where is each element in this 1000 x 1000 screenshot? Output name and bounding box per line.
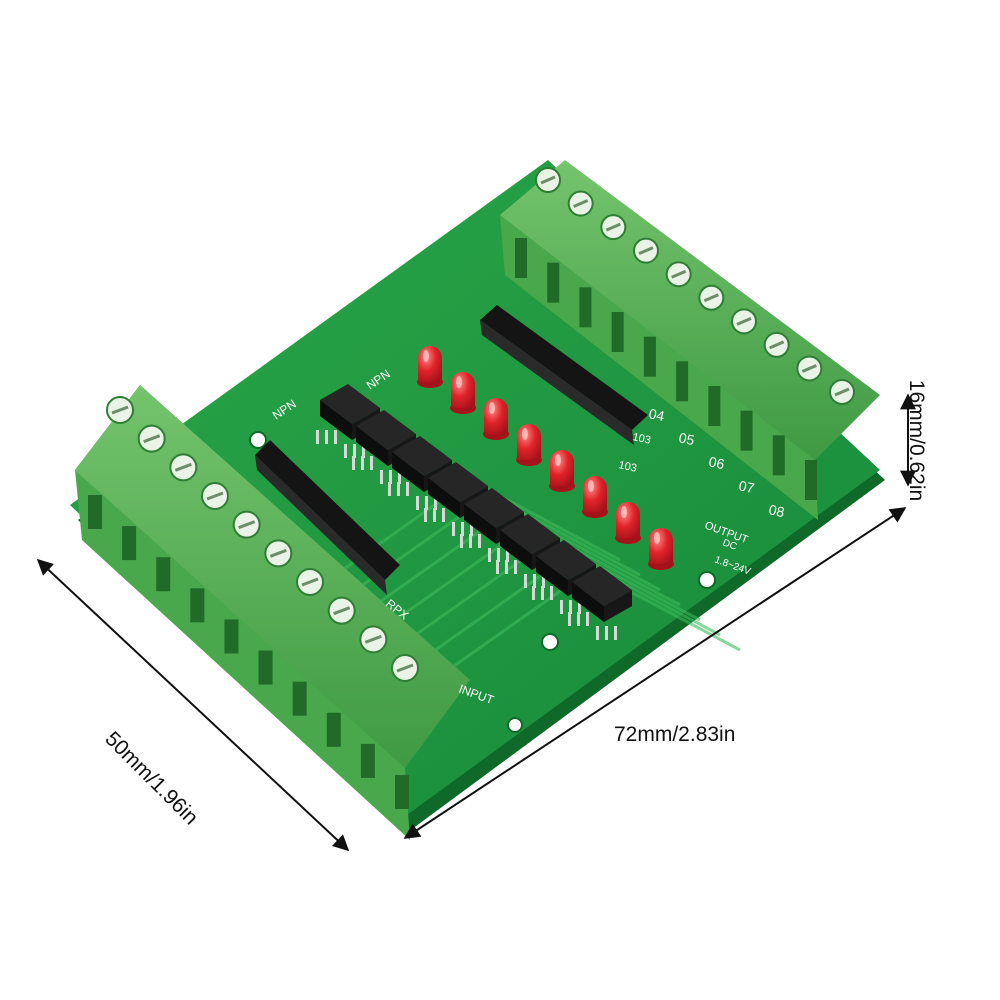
wire-slot (224, 619, 239, 654)
wire-slot (643, 336, 656, 377)
screw-terminal (327, 596, 356, 625)
wire-slot (515, 238, 527, 278)
red-led (450, 372, 476, 414)
width-arrow (403, 507, 907, 839)
red-led (516, 424, 542, 466)
screw-terminal (359, 625, 388, 654)
wire-slot (740, 410, 753, 451)
wire-slot (326, 712, 341, 747)
wire-slot (611, 312, 624, 352)
depth-arrow (36, 558, 350, 852)
red-led (615, 502, 641, 544)
screw-terminal (567, 190, 594, 217)
wire-slot (805, 460, 817, 500)
wire-slot (708, 386, 721, 426)
channel-label: 06 (707, 453, 726, 472)
wire-slot (190, 588, 205, 623)
wire-slot (547, 262, 560, 303)
red-led (417, 346, 443, 388)
wire-slot (122, 526, 137, 561)
screw-terminal (391, 654, 419, 682)
channel-label: 05 (677, 429, 696, 448)
height-dimension-label: 16mm/0.62in (905, 379, 929, 502)
wire-slot (88, 495, 102, 529)
wire-slot (156, 557, 171, 592)
red-led (582, 476, 608, 518)
wire-slot (676, 361, 689, 402)
screw-terminal (201, 482, 229, 510)
resistor-pack-left (255, 440, 400, 595)
screw-terminal (137, 424, 166, 453)
screw-terminal (106, 396, 134, 424)
screw-terminal (600, 214, 627, 241)
screw-terminal (296, 568, 324, 596)
resistor-code-1: 103 (631, 431, 651, 447)
screw-terminal (796, 355, 823, 382)
screw-terminal (731, 308, 757, 335)
screw-terminal (763, 331, 790, 358)
screw-terminal (232, 510, 261, 539)
wire-slot (579, 287, 592, 328)
screw-terminal (665, 261, 692, 288)
width-dimension-label: 72mm/2.83in (614, 723, 736, 746)
channel-label: 07 (737, 477, 756, 496)
screw-terminal (264, 539, 293, 568)
screw-terminal (633, 237, 659, 264)
terminal-block-right (500, 160, 880, 520)
screw-terminal (169, 453, 198, 482)
wire-slot (395, 775, 409, 809)
screw-terminal (535, 167, 561, 193)
wire-slot (360, 743, 375, 778)
wire-slot (772, 435, 785, 476)
red-led (549, 450, 575, 492)
wire-slot (292, 681, 307, 716)
red-led (648, 528, 674, 570)
resistor-pack-right (480, 305, 648, 445)
red-led (483, 398, 509, 440)
resistor-code-2: 103 (617, 459, 637, 475)
channel-label: 04 (647, 405, 666, 424)
screw-terminal (698, 284, 725, 311)
screw-terminal (829, 379, 855, 405)
wire-slot (258, 650, 273, 685)
